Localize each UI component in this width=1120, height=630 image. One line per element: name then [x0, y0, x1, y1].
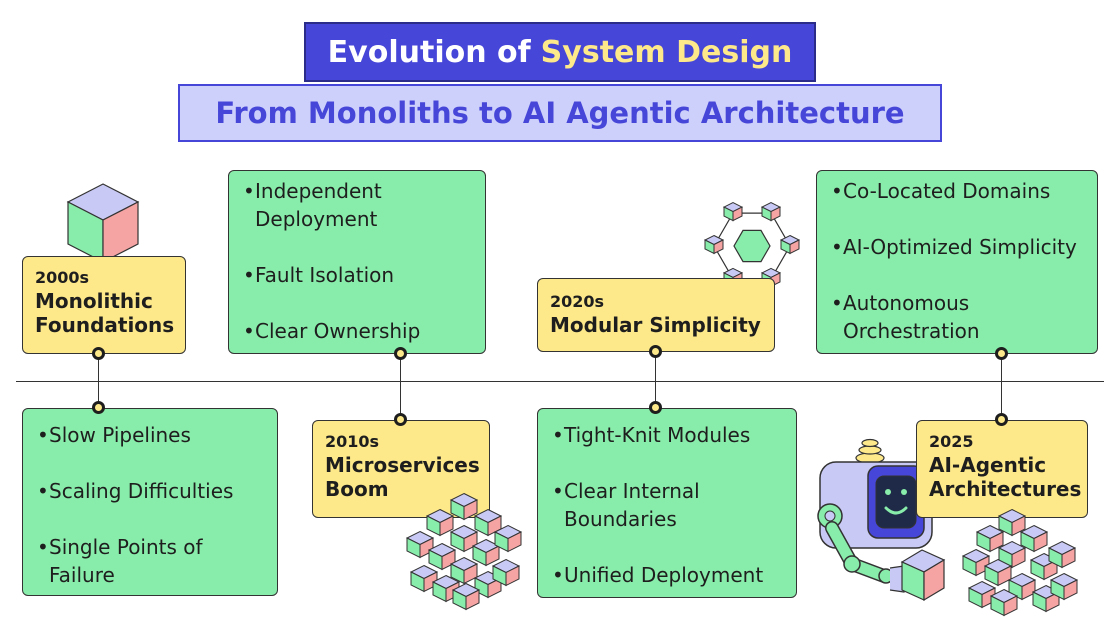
- timeline-dot-2020s-bottom: [649, 401, 662, 414]
- cube-cluster-icon: [961, 508, 1079, 617]
- cube-cluster-icon: [405, 492, 523, 611]
- cube-block: [463, 563, 478, 585]
- cube-block: [1061, 547, 1076, 569]
- cube-block: [997, 565, 1012, 587]
- era-card-2020s: 2020s Modular Simplicity: [537, 278, 775, 352]
- cube-block: [1045, 591, 1060, 613]
- cube-block: [1021, 579, 1036, 601]
- era-year: 2020s: [550, 292, 605, 311]
- era-title: Monolithic Foundations: [35, 289, 175, 337]
- cube-block: [439, 515, 454, 537]
- cube-block: [1033, 531, 1048, 553]
- node-cube: [789, 239, 800, 255]
- cube-block: [1003, 595, 1018, 617]
- timeline-dot-2000s-top: [92, 347, 105, 360]
- robot-icon: [817, 438, 946, 602]
- node-cube: [770, 206, 781, 222]
- connector-2010s: [400, 354, 401, 420]
- list-item: Tight-Knit Modules: [552, 421, 782, 449]
- timeline-dot-2020s-top: [649, 345, 662, 358]
- feature-list: Co-Located Domains AI-Optimized Simplici…: [831, 177, 1083, 345]
- era-title: Microservices Boom: [325, 453, 480, 501]
- timeline-dot-2000s-bottom: [92, 401, 105, 414]
- era-year: 2000s: [35, 268, 90, 287]
- timeline-dot-2010s-top: [394, 347, 407, 360]
- node-cube: [732, 206, 743, 222]
- list-item: AI-Optimized Simplicity: [831, 233, 1083, 261]
- era-title: AI-Agentic Architectures: [929, 453, 1082, 501]
- list-item: Fault Isolation: [243, 261, 471, 289]
- connector-2000s: [98, 354, 99, 408]
- list-item: Scaling Difficulties: [37, 477, 263, 505]
- cube-block: [1011, 547, 1026, 569]
- era-title: Modular Simplicity: [550, 313, 761, 337]
- title-highlight: System Design: [540, 34, 793, 70]
- timeline-dot-2025-bottom: [995, 413, 1008, 426]
- timeline-dot-2010s-bottom: [394, 413, 407, 426]
- feature-list: Tight-Knit Modules Clear InternalBoundar…: [552, 421, 782, 589]
- list-item: Clear Ownership: [243, 317, 471, 345]
- features-card-2000s: Slow Pipelines Scaling Difficulties Sing…: [22, 408, 278, 596]
- timeline-dot-2025-top: [995, 347, 1008, 360]
- features-card-2020s: Tight-Knit Modules Clear InternalBoundar…: [537, 408, 797, 598]
- timeline-axis: [16, 381, 1104, 382]
- era-card-2000s: 2000s Monolithic Foundations: [22, 256, 186, 354]
- cube-block: [487, 577, 502, 599]
- connector-2020s: [655, 352, 656, 408]
- cube-block: [485, 545, 500, 567]
- list-item: Slow Pipelines: [37, 421, 263, 449]
- center-hexagon: [733, 229, 771, 263]
- cube-block: [463, 499, 478, 521]
- title-banner: Evolution of System Design: [304, 22, 816, 82]
- cube-block: [1043, 559, 1058, 581]
- features-card-2025: Co-Located Domains AI-Optimized Simplici…: [816, 170, 1098, 354]
- cube-block: [505, 565, 520, 587]
- cube-icon: [66, 183, 140, 263]
- feature-list: Slow Pipelines Scaling Difficulties Sing…: [37, 421, 263, 589]
- era-year: 2025: [929, 432, 974, 451]
- subtitle-text: From Monoliths to AI Agentic Architectur…: [215, 96, 905, 130]
- cube-block: [1011, 515, 1026, 537]
- cube-block: [1063, 579, 1078, 601]
- node-cube: [713, 239, 724, 255]
- cube-block: [507, 531, 522, 553]
- list-item: Co-Located Domains: [831, 177, 1083, 205]
- connector-2025: [1001, 354, 1002, 420]
- title-prefix: Evolution of: [327, 34, 531, 70]
- subtitle-banner: From Monoliths to AI Agentic Architectur…: [178, 84, 942, 142]
- cube-block: [989, 531, 1004, 553]
- cube-block: [465, 589, 480, 611]
- list-item: Unified Deployment: [552, 561, 782, 589]
- era-year: 2010s: [325, 432, 380, 451]
